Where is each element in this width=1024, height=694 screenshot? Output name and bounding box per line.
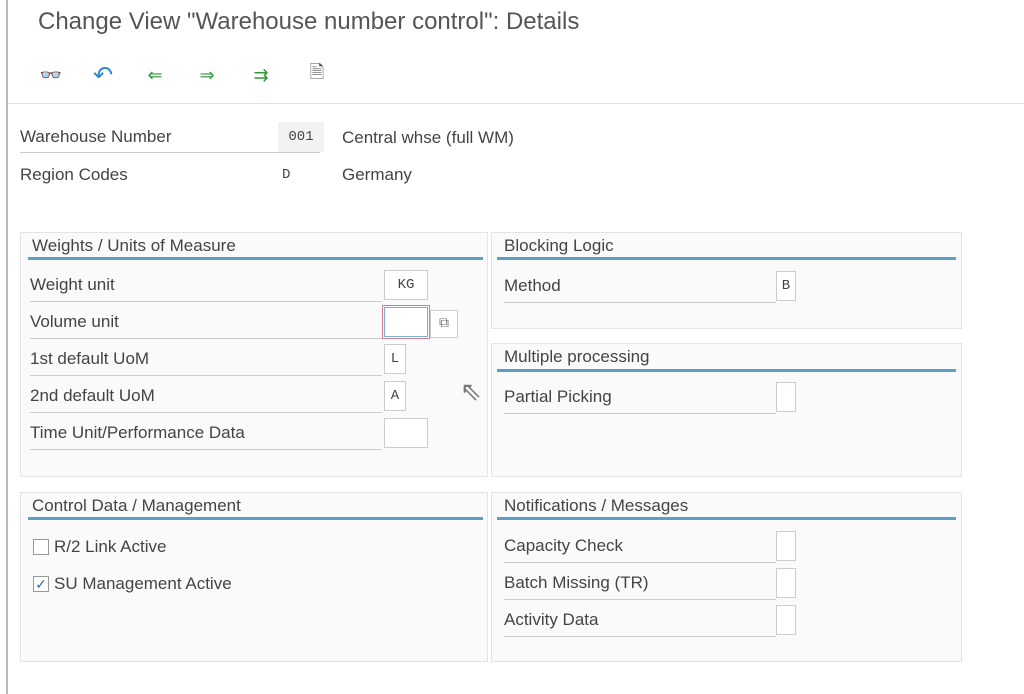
multiple-processing-title: Multiple processing [504, 347, 650, 366]
notification-row-field[interactable] [776, 531, 796, 561]
control-data-title: Control Data / Management [32, 496, 241, 515]
method-label: Method [504, 272, 776, 303]
group-header-line [28, 257, 483, 260]
weights-row-label: Volume unit [30, 307, 382, 339]
weights-row-field[interactable]: L [384, 344, 406, 374]
r2-link-active-label: R/2 Link Active [54, 537, 167, 556]
weights-row-field[interactable]: KG [384, 270, 428, 300]
blocking-logic-group [491, 232, 962, 329]
weights-row-label: 1st default UoM [30, 344, 382, 376]
group-header-line [497, 257, 956, 260]
notifications-group [491, 492, 962, 662]
region-code-value: D [282, 167, 291, 183]
notifications-title: Notifications / Messages [504, 496, 689, 515]
notification-row-label: Activity Data [504, 605, 776, 637]
weights-row-label: Weight unit [30, 270, 382, 302]
weights-row-label: Time Unit/Performance Data [30, 418, 382, 450]
toolbar-separator [8, 103, 1024, 104]
warehouse-number-field: 001 [278, 122, 324, 152]
undo-icon[interactable]: ↶ [92, 61, 114, 89]
weights-row-field[interactable] [384, 418, 428, 448]
notification-row-label: Batch Missing (TR) [504, 568, 776, 600]
next-entry-icon[interactable]: ⇒ [199, 64, 215, 85]
partial-picking-label: Partial Picking [504, 383, 776, 414]
display-change-icon[interactable]: 👓 [39, 64, 63, 85]
control-data-group [20, 492, 488, 662]
window-border [6, 0, 8, 694]
group-header-line [28, 517, 483, 520]
su-management-active-checkbox[interactable]: ✓ [33, 576, 49, 592]
region-description: Germany [342, 165, 412, 184]
print-view-icon[interactable]: 🗎 [309, 62, 325, 82]
blocking-logic-title: Blocking Logic [504, 236, 614, 255]
method-field[interactable]: B [776, 271, 796, 301]
value-help-icon[interactable]: ⧉ [430, 310, 458, 338]
su-management-active-label: SU Management Active [54, 574, 232, 593]
notification-row-field[interactable] [776, 605, 796, 635]
previous-entry-icon[interactable]: ⇐ [147, 64, 163, 85]
warehouse-number-label: Warehouse Number [20, 124, 320, 153]
group-header-line [497, 517, 956, 520]
page-title: Change View "Warehouse number control": … [38, 8, 580, 35]
group-header-line [497, 369, 956, 372]
mouse-cursor-icon: ⇖ [460, 376, 482, 406]
weights-row-field[interactable]: A [384, 381, 406, 411]
warehouse-description: Central whse (full WM) [342, 128, 514, 147]
r2-link-active-checkbox[interactable] [33, 539, 49, 555]
weights-group-title: Weights / Units of Measure [32, 236, 236, 255]
partial-picking-field[interactable] [776, 382, 796, 412]
multiple-processing-group [491, 343, 962, 477]
notification-row-label: Capacity Check [504, 531, 776, 563]
weights-row-field[interactable] [382, 305, 430, 339]
weights-row-label: 2nd default UoM [30, 381, 382, 413]
notification-row-field[interactable] [776, 568, 796, 598]
region-codes-label: Region Codes [20, 165, 128, 184]
select-icon[interactable]: ⇉ [253, 64, 269, 85]
